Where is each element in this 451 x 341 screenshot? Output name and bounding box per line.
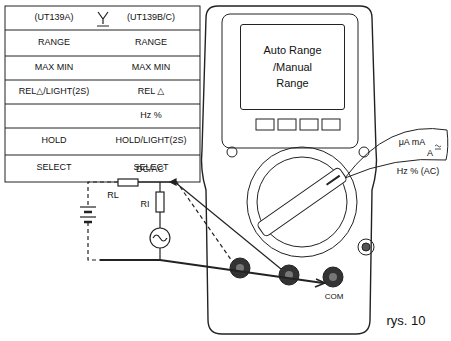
table-cell: SELECT: [36, 163, 71, 173]
resistor-rl: [118, 179, 138, 186]
ac-dc-symbol: [435, 145, 441, 149]
indicator: [359, 147, 369, 157]
table-rules: [5, 30, 200, 155]
table-cell: REL △: [138, 87, 165, 97]
table-cell: REL△/LIGHT(2S): [19, 87, 89, 97]
display-text: Auto Range /Manual Range: [258, 42, 328, 92]
table-cell: HOLD: [41, 136, 66, 146]
table-cell: (UT139A): [34, 13, 73, 23]
part-label: RL: [107, 191, 119, 201]
table-cell: MAX MIN: [35, 63, 74, 73]
table-cell: Hz %: [140, 111, 162, 121]
dc-branch: [88, 182, 118, 260]
buttons: [256, 119, 340, 130]
rotary-dial-inner: [257, 157, 347, 247]
part-label: COM: [325, 293, 344, 302]
rotary-dial: [247, 147, 357, 257]
part-label: RI: [141, 200, 150, 210]
table-cell: MAX MIN: [132, 63, 171, 73]
part-label: Hz % (AC): [397, 167, 440, 177]
front-panel: [222, 14, 358, 148]
battery-symbol: [80, 207, 96, 222]
resistor-ri: [156, 192, 164, 212]
probe-lead-alt: [176, 181, 232, 261]
display-window: Auto Range /Manual Range: [240, 24, 345, 110]
dial-knob: [256, 167, 347, 237]
table-cell: HOLD/LIGHT(2S): [115, 136, 186, 146]
table-frame: [5, 6, 200, 182]
circuit: [80, 179, 325, 287]
key-symbol: [97, 12, 109, 26]
callout-bubble: [345, 129, 448, 178]
table-cell: RANGE: [38, 38, 70, 48]
part-label: μA mA: [399, 138, 426, 148]
probe-tip: [170, 179, 176, 185]
table-cell: RANGE: [135, 38, 167, 48]
part-label: A: [427, 149, 433, 159]
meter-housing: [202, 6, 377, 334]
part-label: DC/AC: [136, 165, 164, 175]
com-lead: [100, 260, 323, 283]
ac-source: [150, 228, 170, 248]
figure-caption: rys. 10: [386, 314, 425, 328]
table-cell: (UT139B/C): [127, 13, 175, 23]
indicator: [227, 147, 237, 157]
